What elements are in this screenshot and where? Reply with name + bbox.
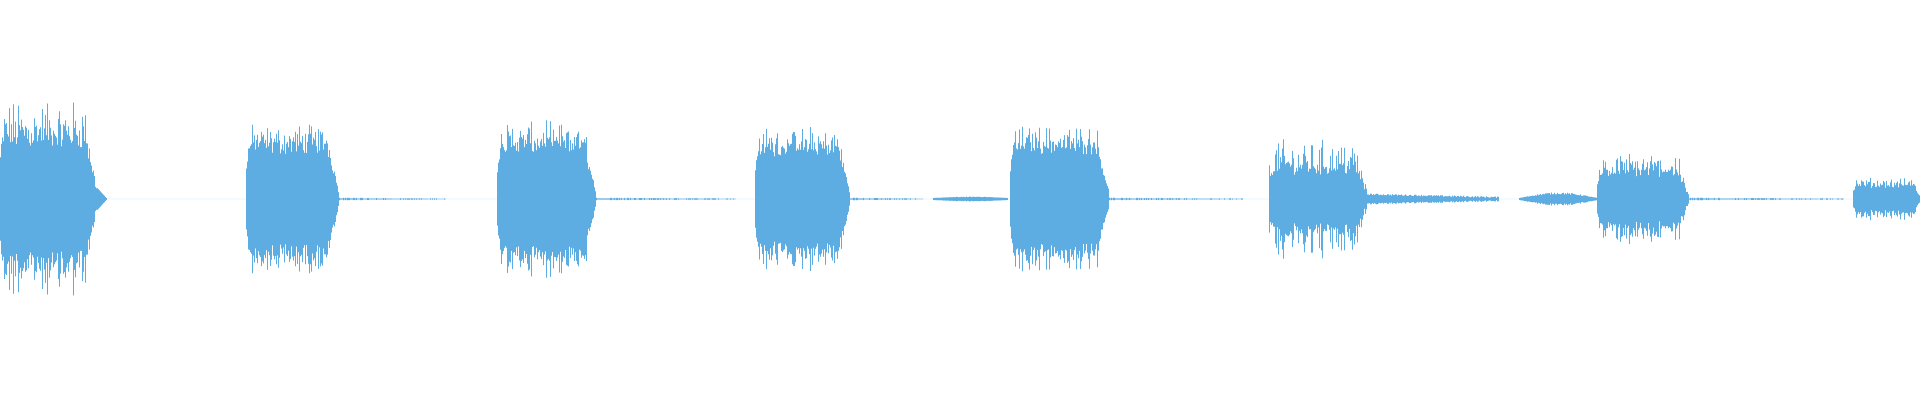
waveform-path — [0, 102, 1920, 296]
waveform-samples — [0, 102, 1920, 296]
